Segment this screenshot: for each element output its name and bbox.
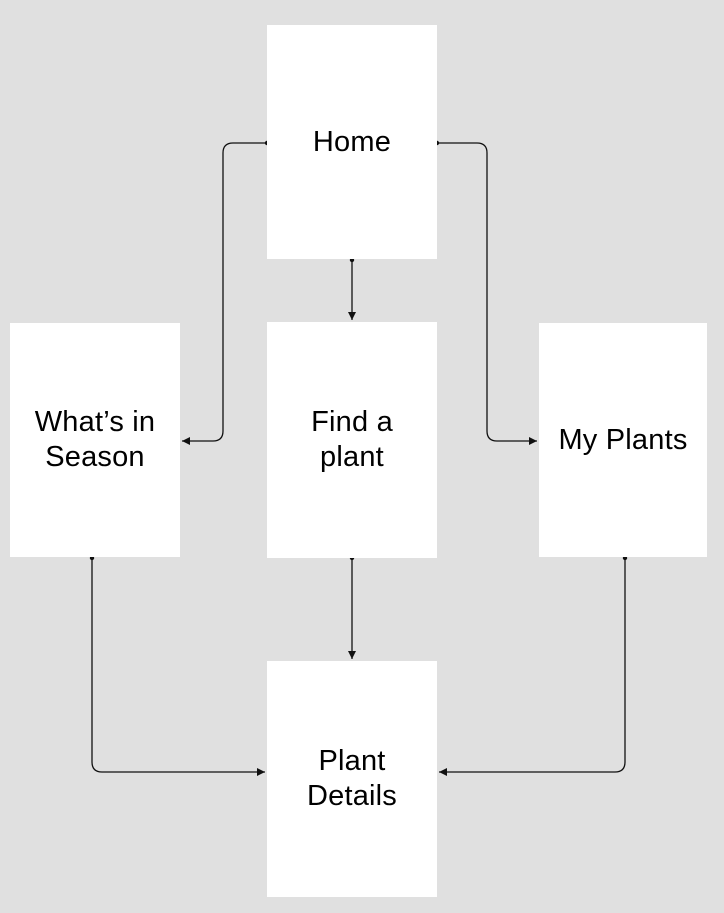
node-whats-in-season: What’s in Season	[10, 323, 180, 557]
node-my-plants-label: My Plants	[558, 423, 688, 456]
node-find-a-plant: Find a plant	[267, 322, 437, 558]
connector-home-to-whats-in-season	[182, 140, 270, 445]
connector-home-to-find-a-plant	[348, 257, 356, 320]
node-home-label: Home	[312, 125, 392, 158]
node-plant-details-label: Plant Details	[306, 745, 398, 812]
node-plant-details: Plant Details	[267, 661, 437, 897]
node-home: Home	[267, 25, 437, 259]
connector-home-to-my-plants	[434, 140, 537, 445]
connector-whats-in-season-to-plant-details	[89, 555, 265, 776]
node-whats-in-season-label: What’s in Season	[34, 406, 156, 473]
connector-find-a-plant-to-plant-details	[348, 555, 356, 659]
node-my-plants: My Plants	[539, 323, 707, 557]
node-find-a-plant-label: Find a plant	[311, 406, 393, 473]
connector-my-plants-to-plant-details	[439, 555, 628, 776]
